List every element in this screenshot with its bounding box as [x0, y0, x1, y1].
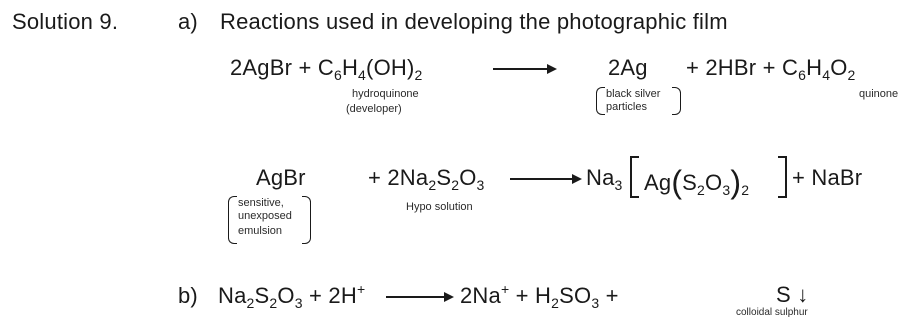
eq2-hypo-formula: 2Na2S2O3	[387, 165, 485, 193]
equation-3-reactants: Na2S2O3 + 2H+	[218, 281, 366, 311]
eq2-reaction-arrow	[510, 174, 582, 184]
eq3-hydrogen-ion: 2H+	[328, 281, 366, 308]
eq2-agbr: AgBr	[256, 165, 306, 190]
note-quinone: quinone	[859, 88, 899, 100]
eq2-plus-1: +	[368, 165, 382, 190]
eq3-plus-3: +	[605, 283, 619, 308]
note-black-silver: black silver	[606, 88, 661, 100]
note-developer: (developer)	[346, 103, 402, 115]
black-silver-open-paren	[596, 87, 605, 115]
eq3-sulphurous-acid: H2SO3	[535, 283, 600, 311]
note-unexposed: unexposed	[238, 210, 292, 222]
emulsion-open-paren	[228, 196, 237, 244]
eq1-silver: 2Ag	[608, 55, 648, 80]
note-emulsion: emulsion	[238, 225, 283, 237]
eq2-nabr: NaBr	[811, 165, 863, 190]
note-sensitive: sensitive,	[238, 197, 284, 209]
equation-1-reactants: 2AgBr + C6H4(OH)2	[230, 55, 423, 83]
eq1-plus-2: +	[686, 55, 700, 80]
eq3-plus-2: +	[515, 283, 529, 308]
eq3-sulphur: S ↓	[776, 282, 809, 307]
precipitate-arrow-icon: ↓	[797, 282, 809, 307]
note-hypo-solution: Hypo solution	[406, 201, 473, 213]
eq1-plus-1: +	[298, 55, 312, 80]
complex-open-bracket	[630, 156, 639, 198]
emulsion-close-paren	[302, 196, 311, 244]
eq1-hydroquinone-formula: C6H4(OH)2	[317, 55, 423, 83]
part-b-label: b)	[178, 283, 198, 308]
note-colloidal-sulphur: colloidal sulphur	[736, 307, 808, 318]
eq1-agbr: 2AgBr	[230, 55, 293, 80]
eq1-reaction-arrow	[493, 64, 557, 74]
part-a-label: a)	[178, 9, 198, 34]
eq2-complex-inner: Ag(S2O3)2	[644, 164, 750, 200]
black-silver-close-paren	[672, 87, 681, 115]
eq3-plus-1: +	[309, 283, 323, 308]
eq1-quinone-formula: C6H4O2	[782, 55, 856, 83]
eq3-thiosulphate: Na2S2O3	[218, 283, 303, 311]
eq2-complex-na: Na3	[586, 165, 623, 193]
equation-3-products: 2Na+ + H2SO3 +	[460, 281, 619, 311]
note-hydroquinone: hydroquinone	[352, 88, 419, 100]
section-title: Reactions used in developing the photogr…	[220, 9, 728, 34]
eq2-hypo: + 2Na2S2O3	[368, 165, 485, 193]
eq2-complex: Na3	[586, 165, 623, 193]
solution-number: Solution 9.	[12, 9, 119, 34]
eq2-plus-2: +	[792, 165, 806, 190]
eq1-plus-3: +	[762, 55, 776, 80]
eq3-sodium-ion: 2Na+	[460, 281, 510, 308]
eq2-nabr-group: + NaBr	[792, 166, 862, 190]
equation-1-products: + 2HBr + C6H4O2	[686, 55, 856, 83]
eq3-reaction-arrow	[386, 292, 454, 302]
complex-close-bracket	[778, 156, 787, 198]
eq1-hbr: 2HBr	[705, 55, 757, 80]
note-particles: particles	[606, 101, 647, 113]
solution-header: Solution 9.	[12, 10, 118, 34]
